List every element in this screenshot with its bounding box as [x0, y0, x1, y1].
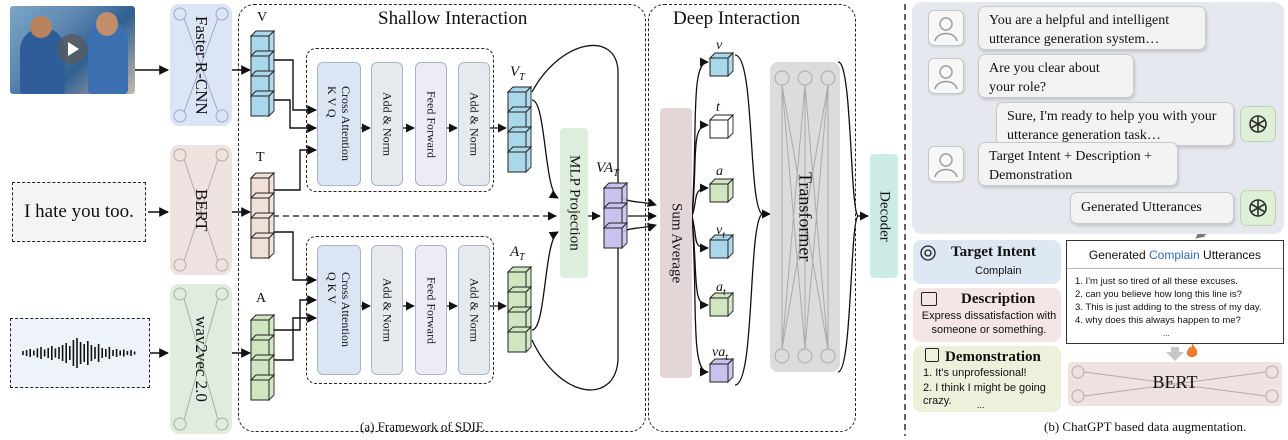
deep-interaction-title: Deep Interaction: [673, 8, 801, 29]
wav2vec-label: wav2vec 2.0: [192, 316, 211, 402]
generated-list: 1. I'm just so tired of all these excuse…: [1075, 275, 1262, 340]
waveform-icon: [22, 338, 136, 368]
transformer: Transformer: [770, 62, 840, 372]
faster-rcnn-label: Faster R-CNN: [192, 15, 211, 115]
top-add-norm-1: Add & Norm: [371, 62, 403, 186]
t-feature-cube: [249, 231, 276, 260]
generated-item: ...: [1163, 329, 1170, 338]
token-a-cube: [708, 177, 735, 204]
intent-title: Target Intent: [951, 244, 1036, 260]
shallow-interaction-region: [238, 4, 646, 432]
faster-rcnn-encoder: Faster R-CNN: [170, 4, 232, 126]
caption-a: (a) Framework of SDIF.: [360, 419, 486, 434]
label-v: V: [257, 10, 268, 25]
generated-utterances-box: Generated Complain Utterances 1. I'm jus…: [1066, 240, 1284, 344]
audio-input-box: [10, 318, 150, 388]
openai-icon: [1240, 190, 1276, 226]
vat-feature-cube: [602, 221, 629, 250]
chat-bubble-2: Are you clear about your role?: [978, 54, 1134, 98]
v-feature-cube: [249, 89, 276, 118]
token-t-cube: [708, 113, 735, 140]
play-icon[interactable]: [57, 34, 87, 64]
bottom-add-norm-2: Add & Norm: [458, 245, 490, 375]
video-thumbnail: [10, 6, 135, 94]
token-v: v: [716, 38, 723, 53]
demo-item-2: 2. I think I might be going crazy.: [923, 382, 1046, 407]
user-icon: [928, 10, 964, 46]
token-t: t: [716, 100, 720, 115]
chat-bubble-4: Target Intent + Description + Demonstrat…: [978, 142, 1178, 186]
text-input-value: I hate you too.: [24, 201, 134, 222]
label-t: T: [256, 150, 265, 165]
bert-bottom-label: BERT: [1152, 372, 1198, 392]
chat-bubble-3: Sure, I'm ready to help you with your ut…: [996, 102, 1234, 146]
top-feed-forward: Feed Forward: [415, 62, 447, 186]
bert-encoder: BERT: [170, 145, 232, 275]
feature-cubes: [249, 29, 735, 402]
top-attention-block: [306, 48, 494, 192]
desc-title: Description: [961, 291, 1036, 307]
demo-item-1: 1. It's unprofessional!: [923, 367, 1027, 379]
vat-label: VAT: [596, 160, 619, 179]
vt-label: VT: [510, 64, 525, 83]
mlp-projection: MLP Projection: [560, 128, 588, 278]
wav2vec-encoder: wav2vec 2.0: [170, 284, 232, 434]
target-intent-card: Target Intent Complain: [913, 240, 1061, 284]
vt-feature-cube: [506, 145, 533, 174]
generated-item: 4. why does this always happen to me?: [1075, 315, 1241, 326]
deep-interaction-region: [648, 4, 856, 432]
label-a: A: [256, 291, 267, 306]
token-vat: vat: [712, 345, 728, 363]
token-at: at: [716, 280, 726, 298]
bottom-add-norm-1: Add & Norm: [371, 245, 403, 375]
desc-text: Express dissatisfaction with someone or …: [921, 310, 1057, 336]
document-icon: [921, 292, 937, 306]
augmentation-bert: BERT: [1068, 362, 1282, 406]
bottom-attention-block: [306, 236, 494, 384]
fire-icon: [1186, 343, 1198, 359]
demo-title: Demonstration: [945, 349, 1041, 365]
generated-item: 3. This is just adding to the stress of …: [1075, 302, 1262, 313]
generated-title: Generated Complain Utterances: [1067, 241, 1283, 269]
token-vt: vt: [716, 223, 725, 241]
a-feature-cube: [249, 373, 276, 402]
caption-b: (b) ChatGPT based data augmentation.: [1044, 419, 1247, 434]
user-icon: [928, 146, 964, 182]
chat-bubble-1: You are a helpful and intelligent uttera…: [978, 6, 1206, 50]
at-feature-cube: [506, 325, 533, 354]
top-add-norm-2: Add & Norm: [458, 62, 490, 186]
generated-item: 1. I'm just so tired of all these excuse…: [1075, 276, 1238, 287]
shallow-interaction-title: Shallow Interaction: [378, 8, 528, 29]
demo-ellipsis: ...: [977, 400, 985, 410]
text-input-box: I hate you too.: [12, 182, 146, 242]
token-v-cube: [708, 51, 735, 78]
token-a: a: [716, 164, 723, 179]
user-icon: [928, 58, 964, 94]
arrow-down-icon: [1166, 346, 1184, 361]
token-at-cube: [708, 291, 735, 318]
sum-average: Sum Average: [660, 108, 692, 378]
intent-value: Complain: [975, 265, 1022, 277]
at-label: AT: [510, 244, 525, 263]
calendar-icon: [925, 348, 939, 362]
description-card: Description Express dissatisfaction with…: [913, 288, 1061, 342]
bottom-feed-forward: Feed Forward: [415, 245, 447, 375]
chat-bubble-5: Generated Utterances: [1070, 192, 1234, 224]
openai-icon: [1240, 106, 1276, 142]
generated-item: 2. can you believe how long this line is…: [1075, 289, 1242, 300]
bert-label: BERT: [192, 188, 211, 232]
target-icon: [919, 244, 937, 262]
demonstration-card: Demonstration 1. It's unprofessional! 2.…: [913, 346, 1061, 412]
token-vat-cube: [708, 357, 735, 384]
decoder: Decoder: [870, 154, 898, 278]
token-vt-cube: [708, 233, 735, 260]
